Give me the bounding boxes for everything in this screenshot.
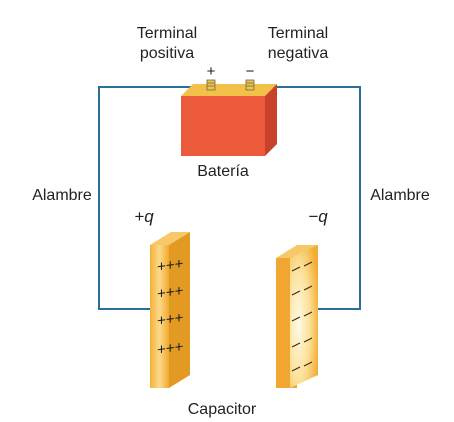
charge-negative-label: −q — [308, 207, 328, 226]
wire-circuit — [98, 86, 361, 310]
plus-sign: + — [207, 63, 216, 80]
wire-right-label: Alambre — [370, 187, 430, 204]
plus-charge-mark-row-3: +++ — [157, 309, 183, 330]
battery-front — [181, 96, 265, 156]
positive-charge-marks: +++ +++ +++ +++ — [157, 255, 183, 359]
minus-charge-mark-2-1 — [291, 290, 301, 296]
negative-charge-marks — [291, 261, 313, 372]
negative-terminal-label-line1: Terminal — [268, 25, 328, 42]
negative-terminal-post — [245, 79, 255, 91]
battery — [181, 79, 277, 156]
wire-left-label: Alambre — [32, 187, 92, 204]
minus-charge-mark-3-1 — [291, 316, 301, 322]
battery-label: Batería — [197, 163, 249, 180]
plus-charge-mark-row-1: +++ — [157, 255, 183, 276]
minus-charge-mark-2-2 — [303, 285, 313, 291]
battery-top — [181, 84, 277, 96]
capacitor-plate-positive: +++ +++ +++ +++ — [150, 232, 190, 388]
positive-terminal-post — [206, 79, 216, 91]
minus-charge-mark-5-2 — [303, 361, 313, 367]
minus-charge-mark-1-2 — [303, 261, 313, 267]
battery-side — [265, 84, 277, 156]
wire-right — [252, 86, 361, 310]
capacitor-plate-negative — [276, 245, 318, 388]
negative-terminal-label-line2: negativa — [268, 45, 329, 62]
charge-positive-label: +q — [134, 207, 154, 226]
minus-charge-mark-5-1 — [291, 366, 301, 372]
minus-sign: − — [246, 63, 255, 80]
plus-charge-mark-row-2: +++ — [157, 282, 183, 303]
positive-terminal-label-line1: Terminal — [137, 25, 197, 42]
capacitor-label: Capacitor — [188, 401, 257, 418]
positive-terminal-label-line2: positiva — [140, 45, 194, 62]
minus-charge-mark-3-2 — [303, 311, 313, 317]
minus-charge-mark-4-1 — [291, 342, 301, 348]
wire-left — [98, 86, 208, 310]
minus-charge-mark-1-1 — [291, 266, 301, 272]
minus-charge-mark-4-2 — [303, 337, 313, 343]
plus-charge-mark-row-4: +++ — [157, 338, 183, 359]
